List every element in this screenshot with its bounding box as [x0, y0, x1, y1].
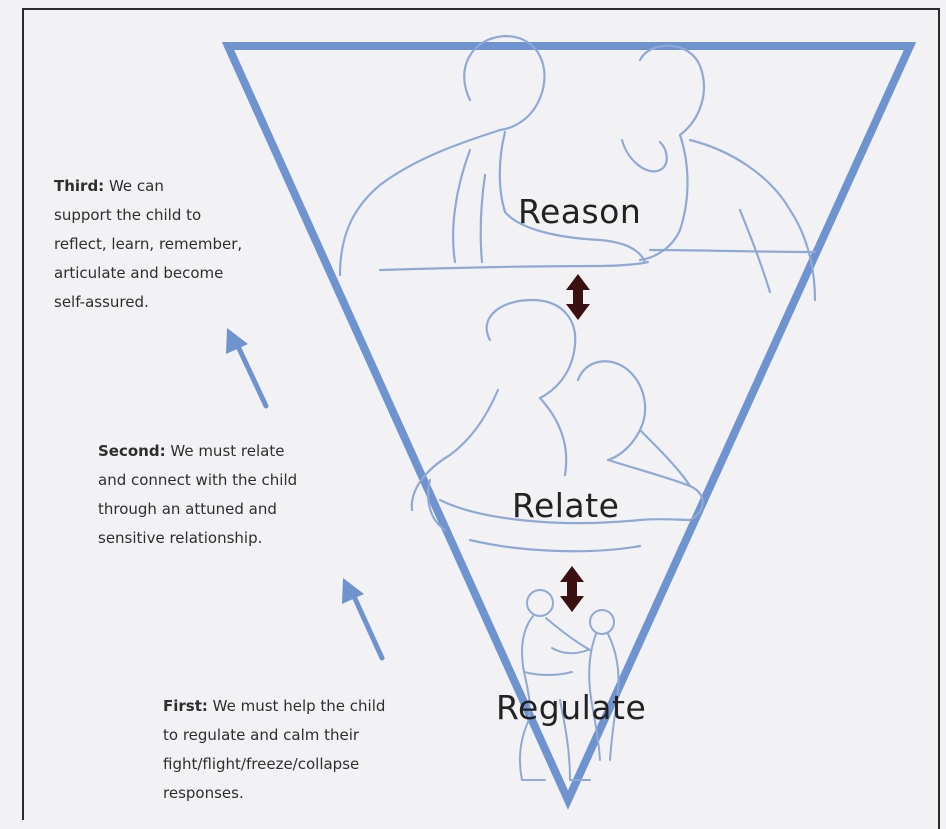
reason-figures-illustration	[340, 36, 815, 300]
step-third-line-3: reflect, learn, remember,	[54, 230, 242, 259]
step-second-line-4: sensitive relationship.	[98, 524, 297, 553]
step-second-line-2: and connect with the child	[98, 466, 297, 495]
double-arrow-relate-regulate	[560, 566, 584, 612]
step-second-line-3: through an attuned and	[98, 495, 297, 524]
step-second-line-1: We must relate	[170, 442, 284, 460]
upward-arrow-upper	[226, 328, 266, 406]
step-first-line-3: fight/flight/freeze/collapse	[163, 750, 385, 779]
step-second-heading: Second:	[98, 442, 166, 460]
step-third-line-1: We can	[109, 177, 164, 195]
step-third-heading: Third:	[54, 177, 104, 195]
upward-arrow-lower	[342, 578, 382, 658]
level-label-reason: Reason	[518, 192, 641, 231]
level-label-relate: Relate	[512, 486, 619, 525]
step-second-text: Second: We must relate and connect with …	[98, 437, 297, 553]
step-first-text: First: We must help the child to regulat…	[163, 692, 385, 808]
step-first-line-2: to regulate and calm their	[163, 721, 385, 750]
regulate-figures-illustration	[520, 590, 619, 780]
step-third-line-4: articulate and become	[54, 259, 242, 288]
step-first-line-4: responses.	[163, 779, 385, 808]
step-third-line-5: self-assured.	[54, 288, 242, 317]
level-label-regulate: Regulate	[496, 688, 646, 727]
step-third-line-2: support the child to	[54, 201, 242, 230]
step-third-text: Third: We can support the child to refle…	[54, 172, 242, 317]
inverted-triangle	[228, 46, 910, 800]
double-arrow-reason-relate	[566, 274, 590, 320]
step-first-line-1: We must help the child	[213, 697, 386, 715]
step-first-heading: First:	[163, 697, 208, 715]
